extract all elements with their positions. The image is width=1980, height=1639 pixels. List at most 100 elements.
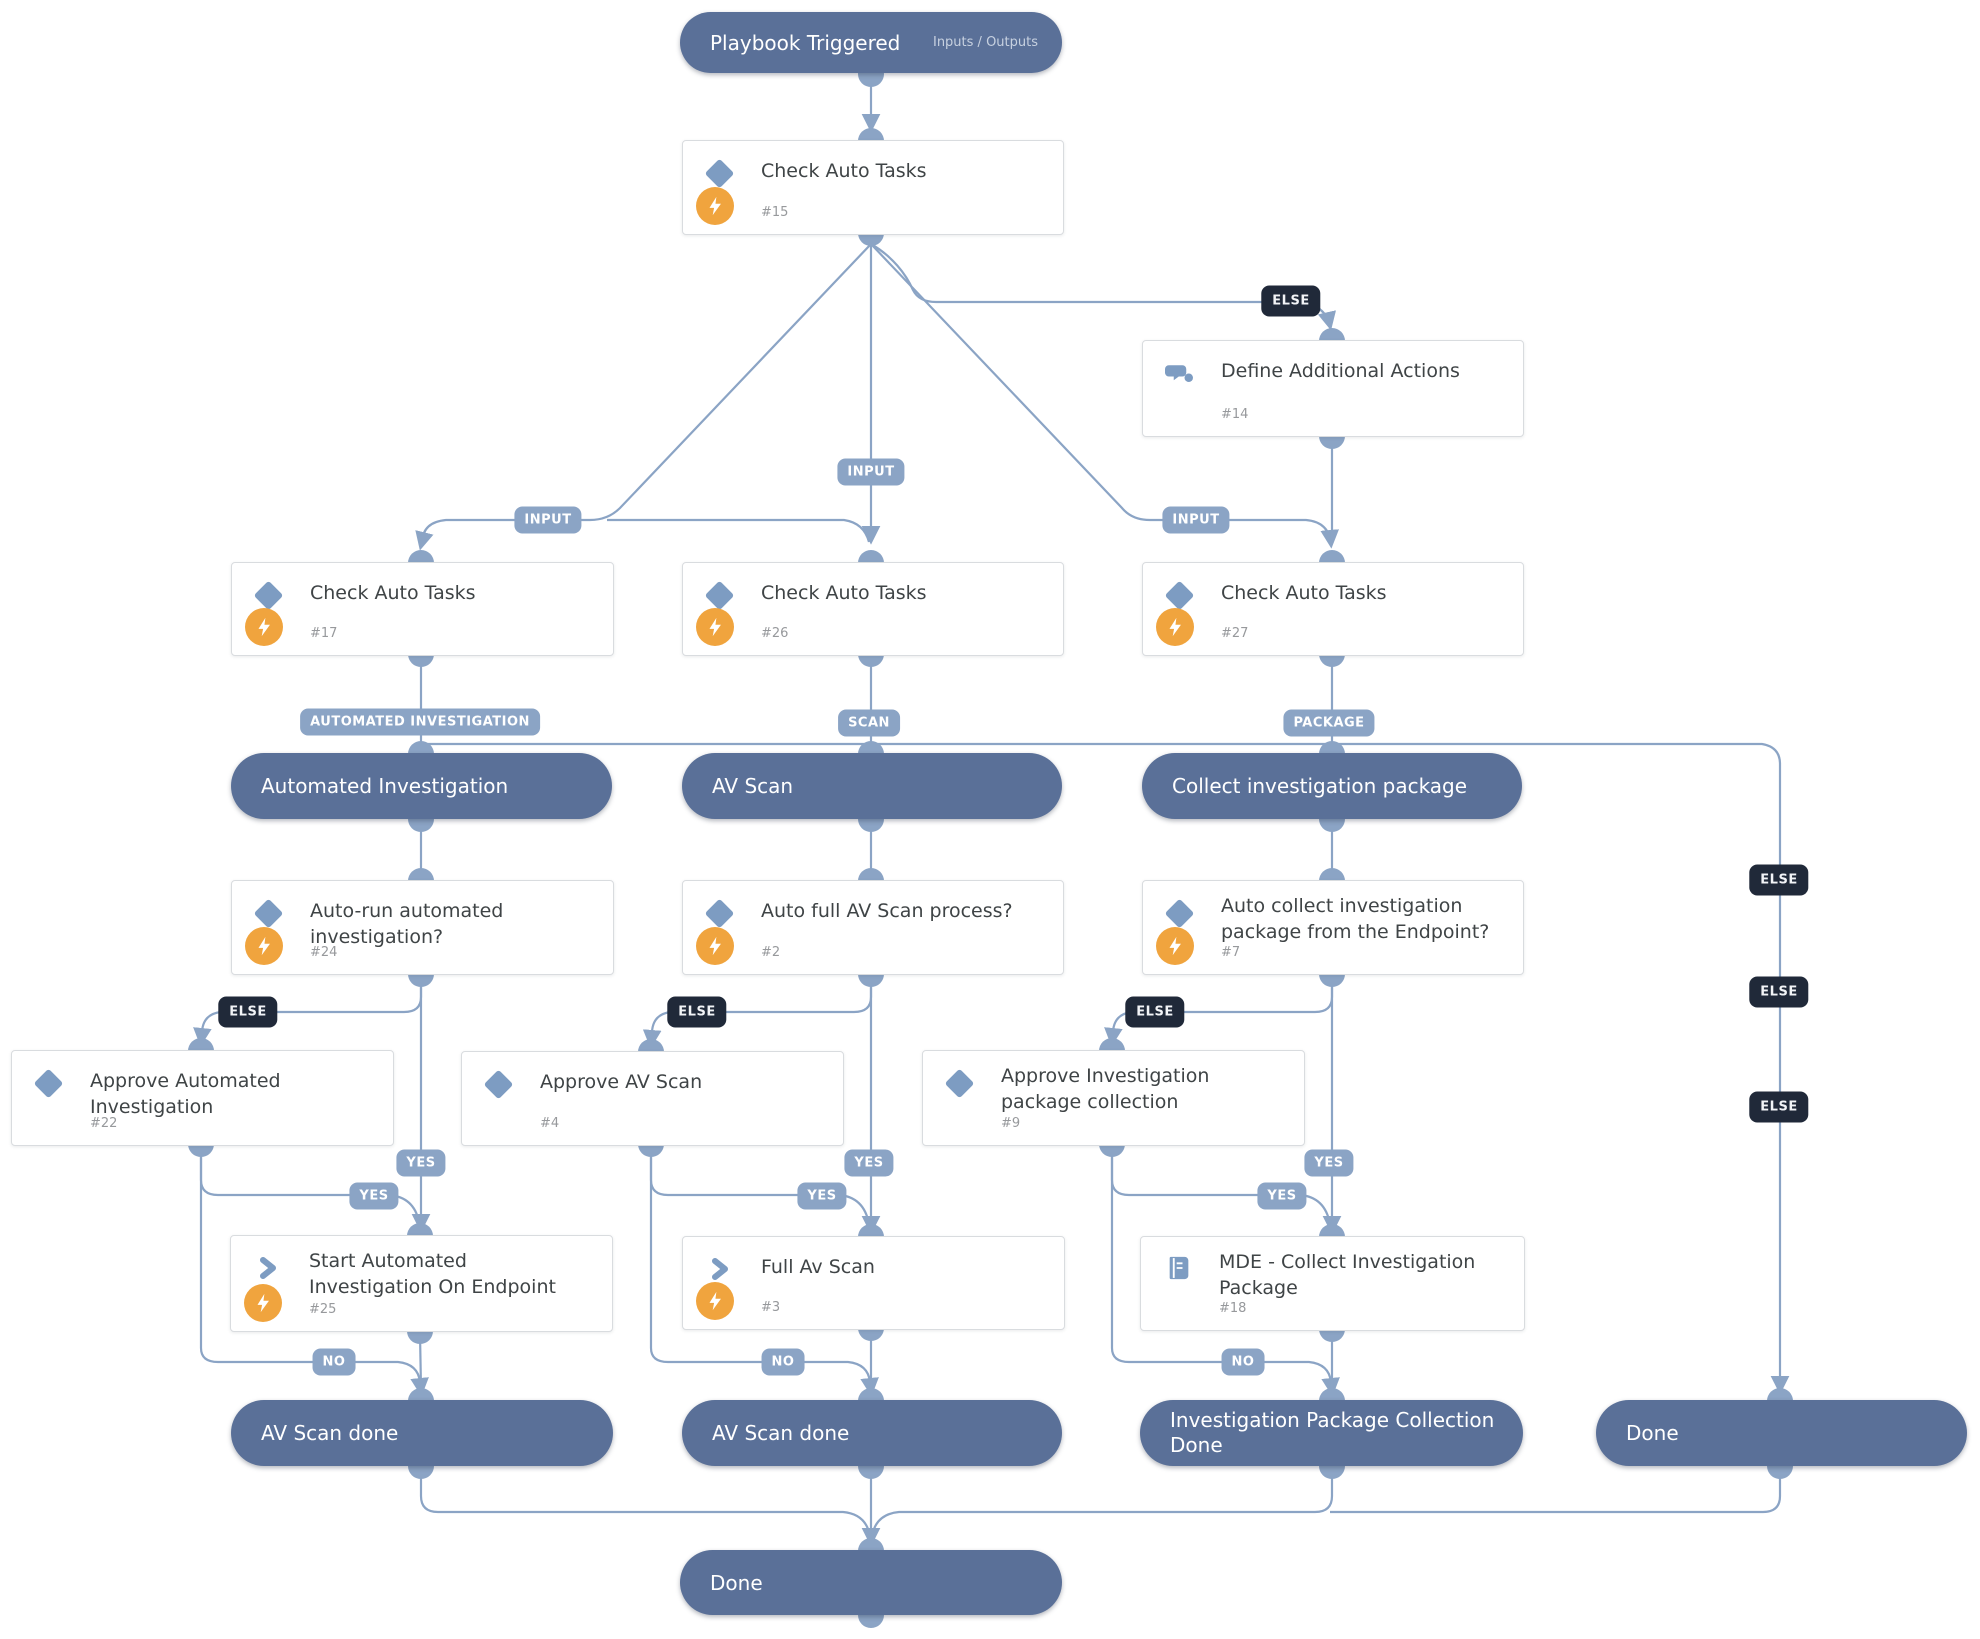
edge-label-yes-col1-b: YES: [349, 1182, 399, 1210]
task-number: #3: [761, 1300, 781, 1315]
task-title: Check Auto Tasks: [310, 582, 476, 604]
end-node-done-right[interactable]: Done: [1596, 1400, 1967, 1466]
automation-bolt-icon: [244, 1284, 282, 1322]
task-title: Start Automated Investigation On Endpoin…: [309, 1250, 556, 1298]
section-header-collect-investigation-package[interactable]: Collect investigation package: [1142, 753, 1522, 819]
edge-label-yes-col1-a: YES: [396, 1149, 446, 1177]
condition-card-approve-automated-investigation-22[interactable]: Approve Automated Investigation #22: [11, 1050, 394, 1146]
edge-label-else-rail-3: ELSE: [1749, 1091, 1809, 1123]
task-number: #4: [540, 1116, 560, 1131]
automation-bolt-icon: [245, 927, 283, 965]
edge-label-else-rail-2: ELSE: [1749, 976, 1809, 1008]
end-node-title: AV Scan done: [712, 1421, 850, 1445]
inputs-outputs-link[interactable]: Inputs / Outputs: [932, 35, 1038, 50]
edge-label-input-left: INPUT: [514, 506, 582, 534]
task-title: Full Av Scan: [761, 1256, 875, 1278]
task-number: #22: [90, 1116, 118, 1131]
task-title: Approve AV Scan: [540, 1071, 703, 1093]
section-title: Collect investigation package: [1172, 774, 1468, 798]
task-number: #15: [761, 205, 789, 220]
condition-card-auto-run-investigation-24[interactable]: Auto-run automated investigation? #24: [231, 880, 614, 975]
condition-icon: [483, 1069, 514, 1100]
condition-card-approve-av-scan-4[interactable]: Approve AV Scan #4: [461, 1051, 844, 1146]
condition-icon: [253, 898, 284, 929]
edge-label-no-col3: NO: [1221, 1348, 1265, 1376]
task-number: #25: [309, 1302, 337, 1317]
condition-card-auto-full-av-scan-2[interactable]: Auto full AV Scan process? #2: [682, 880, 1064, 975]
end-node-av-scan-done-1[interactable]: AV Scan done: [231, 1400, 613, 1466]
edge-label-yes-col3-a: YES: [1304, 1149, 1354, 1177]
task-title: Check Auto Tasks: [761, 582, 927, 604]
section-title: AV Scan: [712, 774, 794, 798]
task-card-mde-collect-investigation-package-18[interactable]: MDE - Collect Investigation Package #18: [1140, 1236, 1525, 1331]
task-title: Approve Investigation package collection: [1001, 1065, 1210, 1113]
task-title: MDE - Collect Investigation Package: [1219, 1251, 1476, 1299]
book-icon: [1165, 1254, 1195, 1284]
edge-label-scan: SCAN: [838, 709, 900, 737]
task-card-define-additional-actions-14[interactable]: Define Additional Actions #14: [1142, 340, 1524, 437]
automation-bolt-icon: [696, 1282, 734, 1320]
playbook-trigger-node[interactable]: Playbook Triggered Inputs / Outputs: [680, 12, 1062, 73]
task-title: Auto-run automated investigation?: [310, 900, 504, 948]
task-card-check-auto-tasks-27[interactable]: Check Auto Tasks #27: [1142, 562, 1524, 656]
chevron-task-icon: [709, 1257, 739, 1287]
edge-label-no-col2: NO: [761, 1348, 805, 1376]
task-number: #26: [761, 626, 789, 641]
task-card-start-automated-investigation-25[interactable]: Start Automated Investigation On Endpoin…: [230, 1235, 613, 1332]
condition-icon: [704, 158, 735, 189]
task-number: #7: [1221, 945, 1241, 960]
condition-card-auto-collect-package-7[interactable]: Auto collect investigation package from …: [1142, 880, 1524, 975]
condition-icon: [1164, 580, 1195, 611]
end-node-av-scan-done-2[interactable]: AV Scan done: [682, 1400, 1062, 1466]
task-title: Check Auto Tasks: [761, 160, 927, 182]
edge-label-else-col3: ELSE: [1125, 996, 1185, 1028]
section-title: Automated Investigation: [261, 774, 509, 798]
edge-label-package: PACKAGE: [1283, 709, 1375, 737]
task-number: #24: [310, 945, 338, 960]
edge-label-yes-col3-b: YES: [1257, 1182, 1307, 1210]
condition-card-approve-package-collection-9[interactable]: Approve Investigation package collection…: [922, 1050, 1305, 1146]
end-node-investigation-package-collection-done[interactable]: Investigation Package Collection Done: [1140, 1400, 1523, 1466]
automation-bolt-icon: [696, 187, 734, 225]
end-node-done-bottom[interactable]: Done: [680, 1550, 1062, 1615]
edge-label-no-col1: NO: [312, 1348, 356, 1376]
automation-bolt-icon: [1156, 608, 1194, 646]
condition-icon: [1164, 898, 1195, 929]
edge-label-else-col1: ELSE: [218, 996, 278, 1028]
edge-label-else-rail-1: ELSE: [1749, 864, 1809, 896]
edge-label-else-col2: ELSE: [667, 996, 727, 1028]
task-title: Auto full AV Scan process?: [761, 900, 1013, 922]
end-node-title: Done: [710, 1570, 763, 1595]
section-header-automated-investigation[interactable]: Automated Investigation: [231, 753, 612, 819]
task-card-check-auto-tasks-17[interactable]: Check Auto Tasks #17: [231, 562, 614, 656]
edge-label-input-middle: INPUT: [837, 458, 905, 486]
task-card-check-auto-tasks-15[interactable]: Check Auto Tasks #15: [682, 140, 1064, 235]
condition-icon: [253, 580, 284, 611]
automation-bolt-icon: [1156, 927, 1194, 965]
end-node-title: Done: [1626, 1421, 1679, 1445]
end-node-title: Investigation Package Collection Done: [1170, 1408, 1495, 1457]
section-header-av-scan[interactable]: AV Scan: [682, 753, 1062, 819]
automation-bolt-icon: [696, 608, 734, 646]
task-card-full-av-scan-3[interactable]: Full Av Scan #3: [682, 1236, 1065, 1330]
condition-icon: [704, 580, 735, 611]
end-node-title: AV Scan done: [261, 1421, 399, 1445]
automation-bolt-icon: [245, 608, 283, 646]
task-number: #2: [761, 945, 781, 960]
edge-label-input-right: INPUT: [1162, 506, 1230, 534]
task-card-check-auto-tasks-26[interactable]: Check Auto Tasks #26: [682, 562, 1064, 656]
task-number: #9: [1001, 1116, 1021, 1131]
task-title: Auto collect investigation package from …: [1221, 895, 1490, 943]
edge-label-automated-investigation: AUTOMATED INVESTIGATION: [300, 708, 540, 736]
chevron-task-icon: [257, 1256, 287, 1286]
task-number: #14: [1221, 407, 1249, 422]
edge-label-else-top: ELSE: [1261, 285, 1321, 317]
task-number: #17: [310, 626, 338, 641]
condition-icon: [704, 898, 735, 929]
task-number: #18: [1219, 1301, 1247, 1316]
trigger-title: Playbook Triggered: [710, 30, 901, 55]
automation-bolt-icon: [696, 927, 734, 965]
task-title: Check Auto Tasks: [1221, 582, 1387, 604]
comment-icon: [1165, 359, 1195, 389]
